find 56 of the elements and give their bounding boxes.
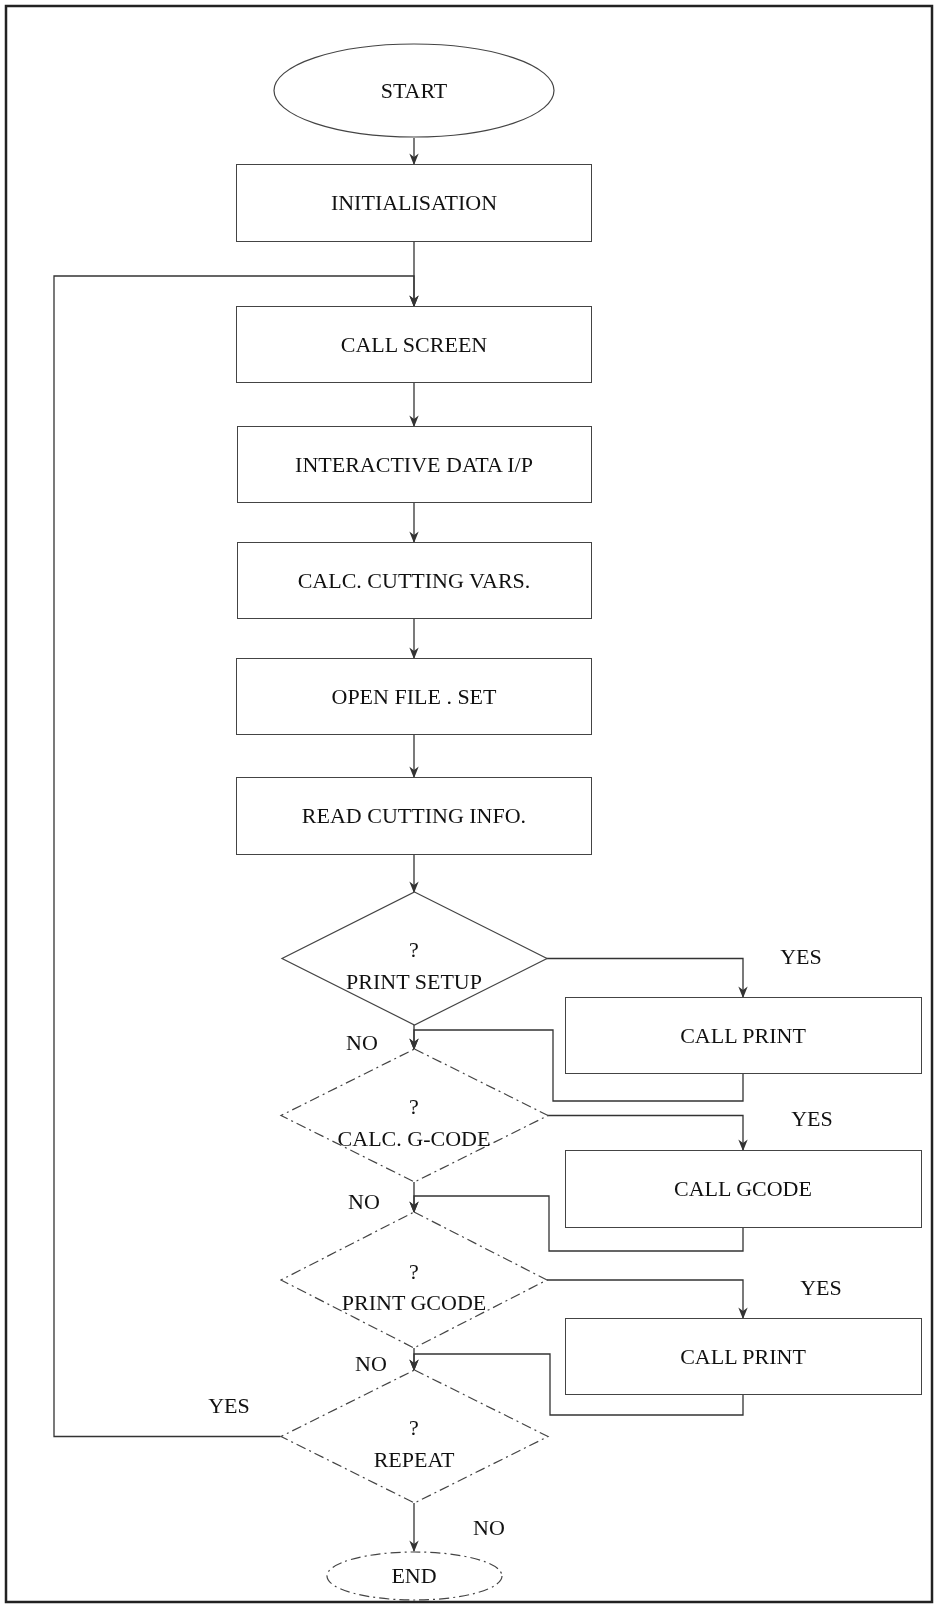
node-label: CALC. CUTTING VARS. bbox=[297, 567, 531, 594]
node-label: OPEN FILE . SET bbox=[331, 683, 497, 710]
decision-diamond bbox=[281, 892, 547, 1025]
edge-label: YES bbox=[780, 944, 822, 970]
decision-diamond bbox=[280, 1370, 548, 1503]
node-label: PRINT SETUP bbox=[346, 968, 482, 994]
edge-label: NO bbox=[348, 1189, 380, 1215]
node-label: CALC. G-CODE bbox=[337, 1125, 491, 1151]
edge-label: NO bbox=[355, 1351, 387, 1377]
decision-diamond bbox=[281, 1212, 547, 1348]
process-box bbox=[564, 997, 922, 1074]
arrow bbox=[53, 275, 419, 1438]
node-label: REPEAT bbox=[373, 1446, 455, 1472]
process-box bbox=[564, 1150, 922, 1228]
arrow bbox=[409, 854, 419, 894]
edge-label: YES bbox=[791, 1106, 833, 1132]
process-box bbox=[564, 1318, 922, 1395]
arrow bbox=[409, 1195, 744, 1252]
arrow bbox=[409, 1029, 744, 1102]
arrow bbox=[409, 618, 419, 660]
edge-label: NO bbox=[473, 1515, 505, 1541]
arrow bbox=[409, 1502, 419, 1553]
arrow bbox=[546, 1279, 748, 1320]
process-box bbox=[236, 777, 592, 855]
node-label: CALL PRINT bbox=[680, 1343, 806, 1370]
process-box bbox=[236, 658, 592, 735]
node-label: READ CUTTING INFO. bbox=[301, 803, 527, 829]
arrow bbox=[409, 1353, 744, 1416]
process-box bbox=[236, 164, 592, 242]
arrow bbox=[546, 1114, 748, 1152]
process-box bbox=[236, 306, 592, 383]
node-label: CALL GCODE bbox=[674, 1176, 812, 1202]
terminal-oval bbox=[325, 1551, 503, 1601]
node-label: END bbox=[391, 1563, 437, 1589]
arrow bbox=[545, 957, 748, 999]
decision-diamond bbox=[280, 1049, 548, 1182]
question-mark: ? bbox=[409, 1415, 419, 1441]
edge-label: NO bbox=[346, 1030, 378, 1056]
node-label: CALL PRINT bbox=[680, 1022, 806, 1049]
question-mark: ? bbox=[409, 937, 419, 963]
arrow bbox=[409, 502, 419, 544]
process-box bbox=[236, 542, 592, 619]
node-label: CALL SCREEN bbox=[340, 331, 488, 358]
arrow bbox=[409, 734, 419, 779]
question-mark: ? bbox=[409, 1094, 419, 1120]
arrow bbox=[409, 382, 419, 428]
node-label: PRINT GCODE bbox=[341, 1290, 487, 1316]
process-box bbox=[236, 426, 592, 503]
node-label: INTERACTIVE DATA I/P bbox=[295, 451, 533, 478]
node-label: START bbox=[380, 77, 448, 104]
terminal-oval bbox=[273, 43, 555, 138]
edge-label: YES bbox=[800, 1275, 842, 1301]
node-label: INITIALISATION bbox=[330, 190, 498, 216]
edge-label: YES bbox=[208, 1393, 250, 1419]
question-mark: ? bbox=[409, 1258, 419, 1284]
arrow bbox=[409, 137, 419, 166]
